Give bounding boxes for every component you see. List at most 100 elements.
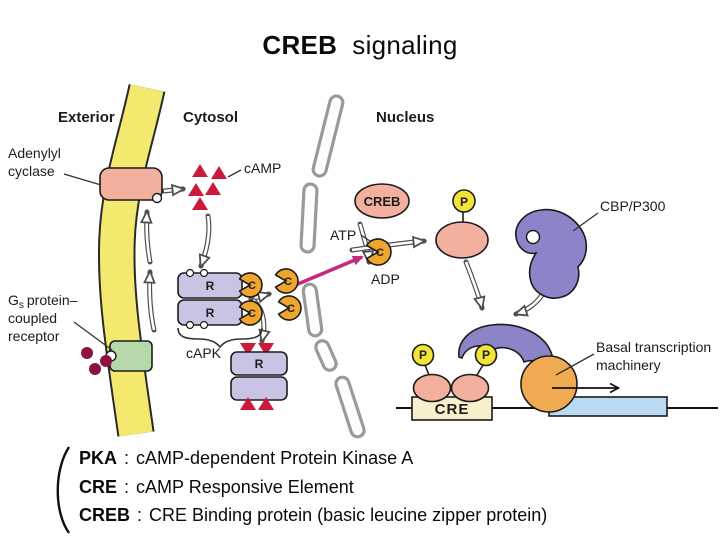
envelope-segment: [334, 375, 366, 439]
membrane-band: [99, 84, 164, 437]
envelope-segment: [301, 282, 324, 338]
adenylyl-cyclase-shape: [99, 167, 163, 201]
legend-term: PKA: [79, 448, 118, 468]
plasma-membrane: [97, 84, 166, 437]
arrow-creb-phosphorylation: [351, 241, 424, 252]
p-letter: P: [419, 348, 427, 362]
legend-separator: :: [124, 476, 130, 497]
r-notch: [199, 268, 209, 278]
legend-desc: cAMP Responsive Element: [136, 476, 354, 497]
c-letter: C: [284, 276, 292, 288]
adp-label: ADP: [371, 271, 400, 287]
basal-label-2: machinery: [596, 357, 661, 373]
camp-label: cAMP: [244, 160, 281, 176]
adenylyl-label-1: Adenylyl: [8, 145, 61, 161]
cbp-p300: CBP/P300: [515, 198, 666, 299]
gs-label-3: receptor: [8, 328, 60, 344]
region-label-exterior: Exterior: [58, 109, 115, 126]
camp-triangle: [192, 197, 208, 210]
gs-label-2: coupled: [8, 310, 57, 326]
basal-machinery: [520, 355, 578, 413]
r-letter: R: [206, 279, 215, 293]
phospho-creb: [435, 221, 489, 259]
atp-pointer-line: [360, 234, 371, 242]
legend-term: CREB: [79, 505, 131, 525]
arrow-receptor-up-1: [150, 272, 154, 331]
phosphate-group: [474, 343, 498, 367]
r-letter: R: [206, 306, 215, 320]
transcription-complex: CRE P P Basal transcription machinery: [396, 323, 718, 421]
page-title: CREB signaling: [0, 30, 720, 61]
phosphate-link: [424, 364, 430, 376]
r-subunit-1: [177, 272, 243, 299]
c-subunit: [274, 268, 299, 294]
legend-item-pka: PKA:cAMP-dependent Protein Kinase A: [79, 444, 547, 473]
gs-rest: protein–: [27, 292, 78, 308]
nuclear-envelope: [299, 94, 366, 439]
c-letter: C: [287, 303, 295, 315]
legend: PKA:cAMP-dependent Protein Kinase A CRE:…: [50, 444, 547, 536]
creb-letter: CREB: [364, 194, 401, 209]
camp-triangle: [188, 183, 204, 196]
ligand-dot: [81, 347, 93, 359]
legend-separator: :: [137, 505, 143, 525]
basal-pointer-line: [555, 353, 595, 376]
r-subunit-bound-2: [230, 376, 288, 401]
legend-desc: cAMP-dependent Protein Kinase A: [136, 448, 414, 468]
camp-triangle: [211, 166, 227, 179]
c-subunit-nucleus: [365, 238, 392, 266]
ligand-dot: [89, 363, 101, 375]
adenylyl-pointer-line: [63, 173, 102, 186]
creb-phosphorylation: CREB ATP C ADP P: [330, 183, 489, 287]
arrow-receptor-up-2: [147, 212, 150, 263]
capk-brace: [177, 327, 263, 349]
creb-protein: [354, 183, 410, 219]
c-letter: C: [248, 308, 256, 320]
c-subunit: [238, 272, 263, 298]
capk-label: cAPK: [186, 345, 222, 361]
adenylyl-label-2: cyclase: [8, 163, 55, 179]
camp-triangle: [205, 182, 221, 195]
r-subunit-2: [177, 299, 243, 326]
r-letter: R: [255, 357, 264, 371]
phosphate-group: [411, 343, 435, 367]
ligand-dot: [100, 355, 112, 367]
r-subunit-bound-1: [230, 351, 288, 376]
adenylyl-cyclase: Adenylyl cyclase: [8, 145, 163, 204]
envelope-segment: [314, 339, 338, 372]
bound-c-subunits: [238, 272, 263, 326]
cbp-label: CBP/P300: [600, 198, 666, 214]
envelope-segment: [311, 94, 345, 178]
envelope-segment: [299, 182, 319, 254]
title-rest: signaling: [352, 30, 458, 60]
legend-term: CRE: [79, 476, 118, 497]
basal-label-1: Basal transcription: [596, 339, 711, 355]
r-notch: [185, 268, 195, 278]
title-term: CREB: [262, 30, 338, 60]
region-label-nucleus: Nucleus: [376, 109, 434, 126]
atp-label: ATP: [330, 227, 356, 243]
free-c-subunits: [274, 268, 302, 321]
phosphate-group: [452, 189, 476, 213]
camp-pointer-line: [227, 169, 242, 178]
camp-triangle: [192, 164, 208, 177]
cre-letter: CRE: [435, 401, 470, 418]
pka-holoenzyme: R R C C cAPK: [177, 268, 263, 361]
arrow-camp-to-pka: [201, 215, 209, 266]
cbp-pointer-line: [572, 212, 599, 232]
c-letter: C: [376, 247, 384, 259]
r-notch: [199, 320, 209, 330]
arrow-cyclase-to-camp: [163, 189, 183, 191]
cbp-curl-notch: [525, 229, 541, 245]
c-letter: C: [248, 280, 256, 292]
bracket-curve: [56, 446, 71, 534]
gs-letter: G: [8, 292, 19, 308]
region-label-cytosol: Cytosol: [183, 109, 238, 126]
legend-bracket: [56, 446, 71, 534]
cbp-blob: [515, 208, 588, 299]
c-subunit: [238, 300, 263, 326]
